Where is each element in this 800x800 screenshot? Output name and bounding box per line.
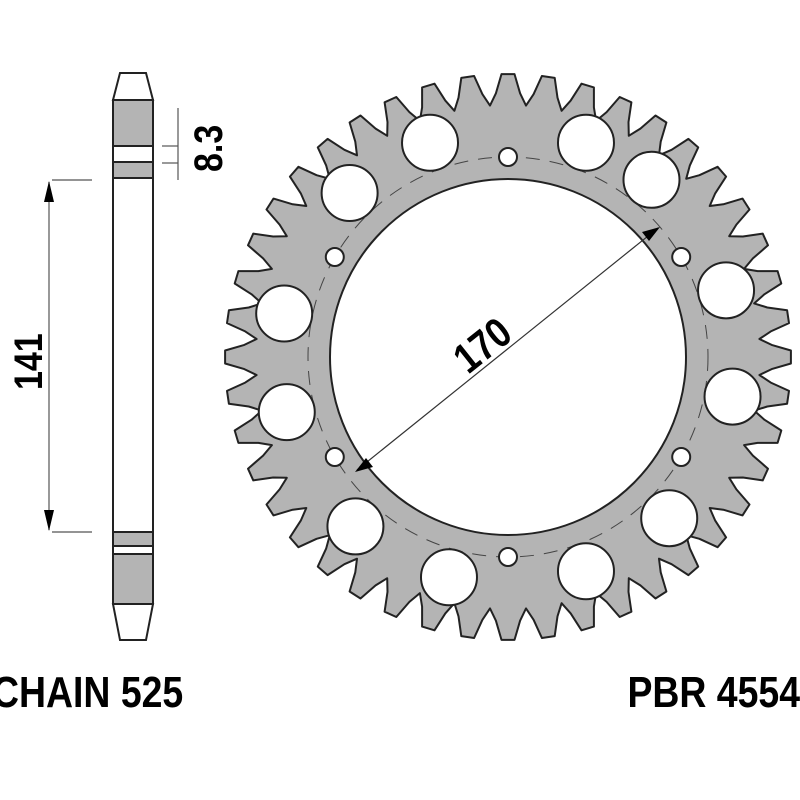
dimension-8-3-label: 8.3 bbox=[185, 125, 230, 172]
bolt-hole bbox=[498, 547, 518, 567]
lightening-hole bbox=[622, 150, 681, 209]
bolt-hole bbox=[324, 447, 345, 467]
part-number-label: PBR 4554 bbox=[627, 668, 800, 717]
lightening-hole bbox=[556, 113, 615, 172]
dimension-8-3 bbox=[162, 108, 179, 180]
chain-label: CHAIN 525 bbox=[0, 668, 184, 717]
bolt-hole bbox=[324, 247, 345, 267]
lightening-hole bbox=[326, 497, 385, 556]
bolt-hole bbox=[671, 247, 692, 267]
lightening-hole bbox=[255, 284, 314, 343]
dimension-141-label: 141 bbox=[5, 333, 50, 390]
dimension-170-label: 170 bbox=[445, 309, 520, 382]
lightening-hole bbox=[640, 489, 699, 548]
bolt-hole bbox=[671, 447, 692, 467]
dimension-141 bbox=[44, 179, 92, 533]
lightening-hole bbox=[401, 113, 460, 172]
sprocket-face bbox=[224, 73, 792, 641]
bolt-hole bbox=[498, 147, 518, 167]
lightening-hole bbox=[320, 163, 379, 222]
lightening-hole bbox=[697, 261, 756, 320]
lightening-hole bbox=[257, 383, 316, 442]
side-profile bbox=[111, 72, 155, 641]
lightening-hole bbox=[556, 542, 615, 601]
lightening-hole bbox=[419, 548, 478, 607]
lightening-hole bbox=[703, 367, 762, 426]
dimension-170 bbox=[355, 227, 660, 472]
